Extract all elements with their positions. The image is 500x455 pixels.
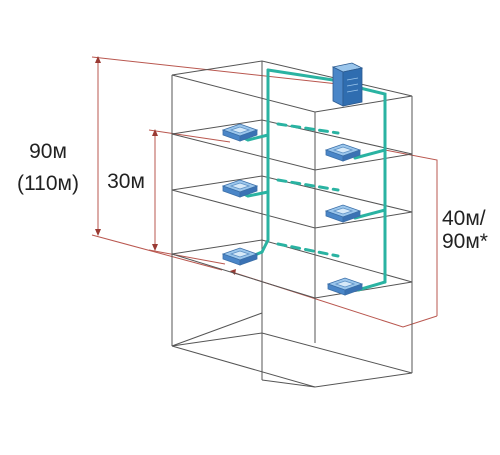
arrow-30m-top [152,129,158,136]
label-pipe-length-alt: 90м* [442,230,488,253]
arrow-30m-bottom [152,244,158,251]
arrow-90m-bottom [95,229,101,236]
outdoor-unit [331,62,364,107]
branch-1-link [276,242,340,258]
roof-pipe [266,68,335,82]
dim-pipe-top-leader [384,149,438,316]
basement-front [171,312,263,380]
dimension-arrows [95,56,236,275]
branch-3-right [353,148,387,160]
roof-pipe-right [358,86,387,107]
branch-2-right [353,208,387,220]
dimension-lines [91,56,438,328]
building-wireframe [171,60,413,388]
dim-90m-bottom-leader [91,234,223,271]
indoor-unit-1-left [221,247,259,266]
indoor-unit-1-right [326,277,364,296]
indoor-unit-3-right [324,143,362,162]
indoor-units [221,123,364,296]
dim-30m-bottom-leader [148,249,226,265]
indoor-unit-2-left [221,179,259,198]
branch-2-link [276,178,340,192]
dim-90m-top-leader [91,56,339,85]
label-height-indoor: 30м [107,170,145,193]
refrigerant-piping [238,68,387,292]
label-height-total-alt: (110м) [17,172,79,195]
indoor-unit-2-right [324,204,362,223]
ground-slab [171,332,413,388]
dim-30m-top-leader [148,129,231,143]
floor-slab-1 [171,239,413,299]
riser-left [260,68,270,254]
indoor-unit-3-left [221,123,259,142]
branch-1-right [356,280,387,292]
arrow-90m-top [95,56,101,63]
label-pipe-length: 40м/ [442,207,486,230]
roof [171,60,413,113]
label-height-total: 90м [29,140,67,163]
basement-bottom [261,379,316,388]
branch-3-link [276,122,340,135]
